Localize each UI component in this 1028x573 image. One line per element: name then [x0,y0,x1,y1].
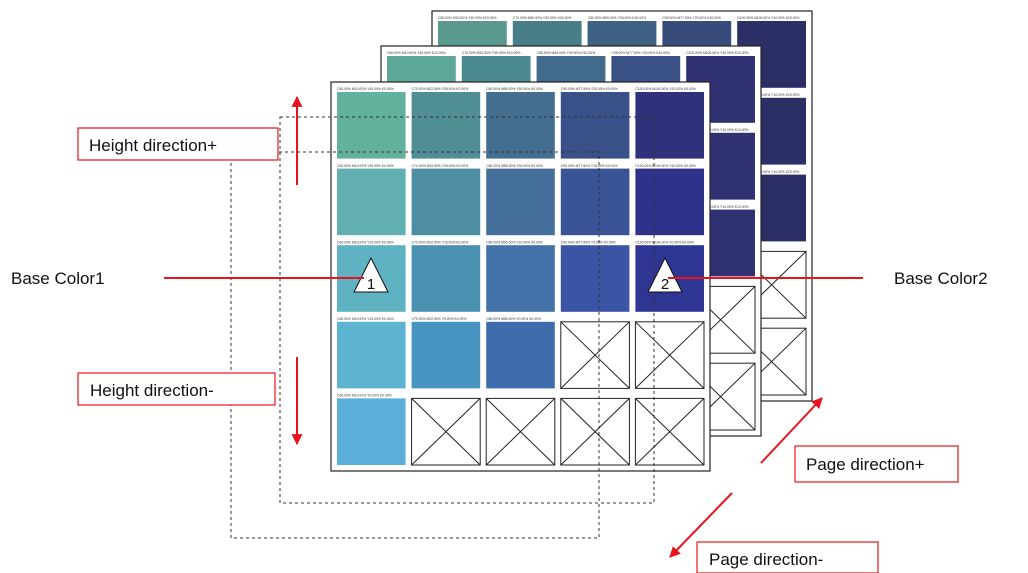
empty-cell [560,397,630,466]
color-patch [337,168,406,236]
color-patch [337,92,406,159]
label-height-plus: Height direction+ [77,127,279,161]
patch-caption: C80.00% M50.00% Y30.00% K20.00% [588,16,647,20]
patch-caption: C80.00% M55.00% Y20.00% K0.00% [486,164,543,168]
patch-caption: C70.00% M32.50% Y35.00% K0.00% [412,87,469,91]
patch-caption: C95.00% M77.50% Y20.00% K10.00% [611,51,670,55]
label-height-plus-text: Height direction+ [89,136,217,155]
label-page-plus-text: Page direction+ [806,455,925,474]
marker-1-label: 1 [367,276,375,293]
color-patch [560,245,630,312]
label-height-minus-text: Height direction- [90,381,214,400]
patch-caption: C60.00% M10.00% Y20.00% K0.00% [337,240,394,244]
arrow-page-plus [760,397,823,464]
marker-1: 1 [353,256,389,293]
label-height-minus: Height direction- [77,372,276,406]
dashed-outline-upper [279,116,655,504]
color-patch [560,92,630,159]
color-patch [486,168,555,236]
patch-caption: C90.00% M77.50% Y5.00% K0.00% [561,240,616,244]
patch-caption: C100.00% M100.00% Y20.00% K10.00% [686,51,748,55]
patch-caption: C100.00% M100.00% Y10.00% K20.00% [737,170,799,174]
patch-caption: C70.00% M32.50% Y25.00% K0.00% [412,164,469,168]
patch-caption: C100.00% M100.00% Y20.00% K20.00% [737,16,799,20]
color-patch [560,168,630,236]
patch-caption: C70.00% M32.50% Y15.00% K0.00% [412,240,469,244]
label-base-color2: Base Color2 [894,269,988,288]
color-patch [486,92,555,159]
patch-caption: C60.00% M10.00% Y0.00% K0.00% [337,394,392,398]
patch-caption: C80.00% M55.00% Y0.00% K0.00% [486,317,541,321]
color-patch [635,168,704,236]
patch-caption: C70.00% M32.50% Y5.00% K0.00% [412,317,467,321]
patch-caption: C70.00% M30.00% Y30.00% K20.00% [513,16,572,20]
color-patch [486,245,555,312]
patch-caption: C80.00% M55.00% Y30.00% K0.00% [486,87,543,91]
patch-caption: C90.00% M77.50% Y20.00% K20.00% [662,16,721,20]
patch-caption: C60.00% M10.00% Y40.00% K10.00% [387,51,446,55]
color-patch [411,168,481,236]
patch-caption: C100.00% M100.00% Y20.00% K0.00% [635,87,695,91]
arrow-page-minus [669,492,733,558]
marker-2-label: 2 [661,276,669,293]
color-patch [337,398,406,465]
empty-cell [560,321,630,389]
empty-cell [634,397,705,466]
patch-caption: C60.00% M10.00% Y30.00% K0.00% [337,164,394,168]
patch-caption: C60.00% M10.00% Y10.00% K0.00% [337,317,394,321]
patch-caption: C50.00% M10.00% Y40.00% K20.00% [438,16,497,20]
patch-caption: C80.00% M55.00% Y10.00% K0.00% [486,240,543,244]
color-patch [635,92,704,159]
dashed-outline-lower [230,151,600,539]
color-patch [337,321,406,389]
patch-caption: C90.00% M77.50% Y15.00% K0.00% [561,164,618,168]
patch-caption: C100.00% M100.00% Y10.00% K0.00% [635,164,695,168]
label-page-plus: Page direction+ [794,445,959,483]
empty-cell [411,397,481,466]
patch-caption: C100.00% M100.00% Y10.00% K20.00% [737,93,799,97]
patch-caption: C85.00% M55.00% Y30.00% K10.00% [537,51,596,55]
sheet-front: C60.00% M10.00% Y40.00% K0.00% C70.00% M3… [330,81,711,472]
patch-caption: C75.00% M32.50% Y35.00% K10.00% [462,51,521,55]
patch-caption: C100.00% M100.00% Y10.00% K10.00% [686,128,748,132]
color-patch [411,92,481,159]
patch-caption: C90.00% M77.50% Y25.00% K0.00% [561,87,618,91]
label-base-color1: Base Color1 [11,269,105,288]
color-patch [411,321,481,389]
label-page-minus: Page direction- [696,541,879,573]
patch-caption: C100.00% M100.00% Y0.00% K0.00% [635,240,694,244]
empty-cell [634,321,705,389]
color-patch [486,321,555,389]
empty-cell [485,397,556,466]
marker-2: 2 [647,256,683,293]
patch-caption: C60.00% M10.00% Y40.00% K0.00% [337,87,394,91]
label-page-minus-text: Page direction- [709,550,823,569]
color-patch [411,245,481,312]
patch-caption: C100.00% M100.00% Y10.00% K10.00% [686,205,748,209]
